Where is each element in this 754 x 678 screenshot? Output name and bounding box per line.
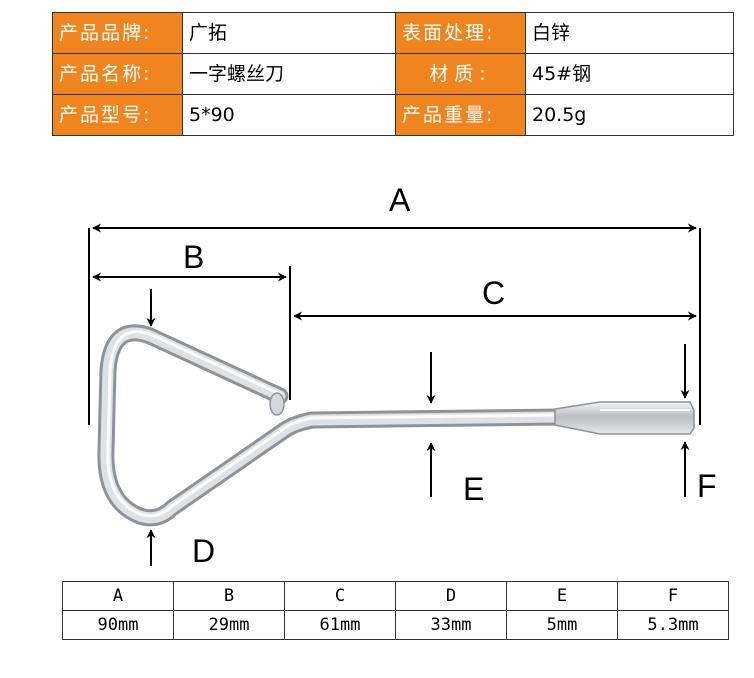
dimension-table: A B C D E F 90mm 29mm 61mm 33mm 5mm 5.3m… — [62, 581, 729, 640]
screwdriver-tool — [97, 324, 695, 527]
weight-label: 产品重量: — [395, 94, 526, 136]
model-value: 5*90 — [182, 94, 396, 136]
dim-header-f: F — [617, 581, 729, 611]
name-label: 产品名称: — [52, 53, 183, 95]
tool-diagram: A B C D E F — [88, 182, 717, 569]
dim-label-f: F — [697, 468, 717, 504]
dim-header-e: E — [506, 581, 618, 611]
name-value: 一字螺丝刀 — [182, 53, 396, 95]
surface-label: 表面处理: — [395, 12, 526, 54]
dim-label-b: B — [183, 239, 204, 275]
handle-loop — [97, 324, 569, 527]
dim-header-d: D — [395, 581, 507, 611]
material-label: 材质: — [395, 53, 526, 95]
dim-value-d: 33mm — [395, 610, 507, 640]
material-value: 45#钢 — [525, 53, 734, 95]
surface-value: 白锌 — [525, 12, 734, 54]
dim-header-c: C — [284, 581, 396, 611]
dimension-value-row: 90mm 29mm 61mm 33mm 5mm 5.3mm — [62, 610, 729, 640]
dimension-arrows — [92, 223, 697, 566]
dim-value-c: 61mm — [284, 610, 396, 640]
dimension-header-row: A B C D E F — [62, 581, 729, 611]
weight-value: 20.5g — [525, 94, 734, 136]
spec-table: 产品品牌: 广拓 表面处理: 白锌 产品名称: 一字螺丝刀 材质: 45#钢 产… — [52, 12, 734, 136]
spec-row-name: 产品名称: 一字螺丝刀 材质: 45#钢 — [52, 53, 734, 95]
handle-end-cap — [269, 392, 285, 416]
dim-label-c: C — [482, 275, 505, 311]
dim-header-a: A — [62, 581, 174, 611]
blade-tip — [554, 401, 695, 435]
dim-value-b: 29mm — [173, 610, 285, 640]
spec-row-brand: 产品品牌: 广拓 表面处理: 白锌 — [52, 12, 734, 54]
dim-value-a: 90mm — [62, 610, 174, 640]
brand-label: 产品品牌: — [52, 12, 183, 54]
brand-value: 广拓 — [182, 12, 396, 54]
extension-lines — [88, 228, 701, 425]
dim-label-a: A — [389, 182, 411, 218]
dim-value-f: 5.3mm — [617, 610, 729, 640]
dim-value-e: 5mm — [506, 610, 618, 640]
dim-label-e: E — [463, 471, 484, 507]
dim-header-b: B — [173, 581, 285, 611]
dim-label-d: D — [192, 533, 215, 569]
model-label: 产品型号: — [52, 94, 183, 136]
spec-row-model: 产品型号: 5*90 产品重量: 20.5g — [52, 94, 734, 136]
